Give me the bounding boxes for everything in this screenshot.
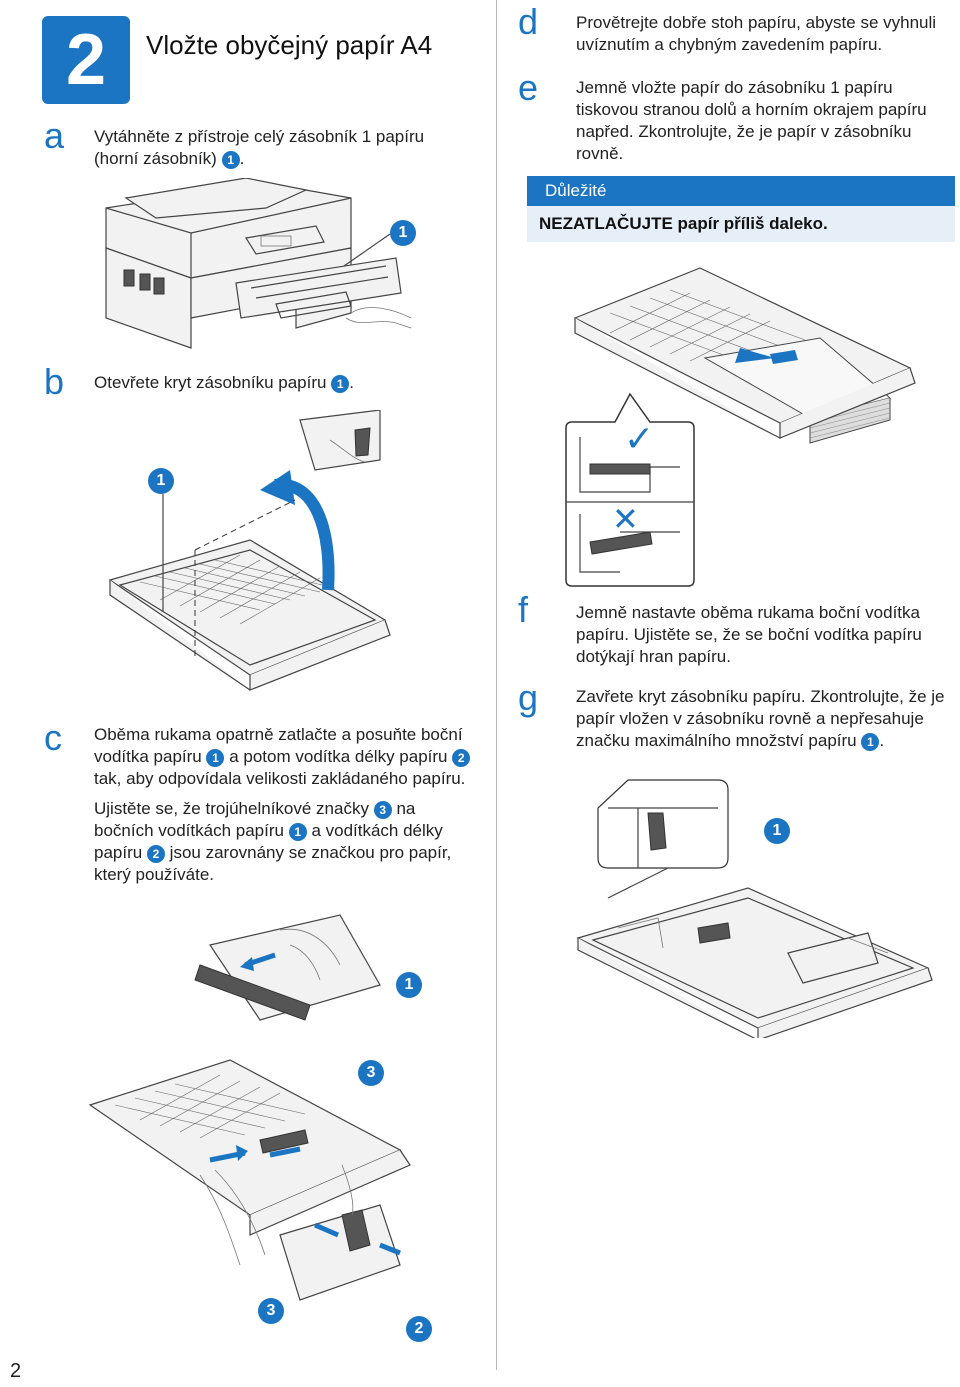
callout-length-guide: 2 [406, 1316, 432, 1342]
closed-tray-illustration [576, 779, 933, 1038]
callout-leader-line [343, 233, 391, 267]
callout-triangle-mark-lower: 3 [258, 1298, 284, 1324]
step-g-text-body: Zavřete kryt zásobníku papíru. Zkontrolu… [576, 687, 945, 750]
step-g-text-end: . [879, 731, 885, 750]
callout-side-guides: 1 [396, 972, 422, 998]
step-b-text-body: Otevřete kryt zásobníku papíru [94, 373, 327, 392]
step-c-paragraph-1: Oběma rukama opatrně zatlačte a posuňte … [94, 724, 476, 790]
callout-ref: 1 [221, 150, 240, 169]
step-letter-c: c [44, 717, 62, 758]
callout-triangle-mark: 3 [358, 1060, 384, 1086]
step-letter-f: f [518, 589, 529, 630]
step-c-paragraph-2: Ujistěte se, že trojúhelníkové značky 3 … [94, 798, 476, 886]
step-b-text: Otevřete kryt zásobníku papíru 1. [94, 372, 474, 394]
correct-check-icon: ✓ [624, 418, 655, 459]
step-letter-e: e [518, 67, 539, 108]
step-letter-d: d [518, 1, 539, 42]
step-c-p1-text: a potom vodítka délky papíru [229, 747, 448, 766]
paper-loading-illustration [573, 267, 916, 444]
step-c-p2-text: a vodítkách délky papíru [94, 821, 443, 862]
step-number-badge: 2 [42, 16, 130, 104]
guides-adjustment-illustration [88, 914, 411, 1301]
printer-illustration [105, 178, 412, 349]
step-g-text: Zavřete kryt zásobníku papíru. Zkontrolu… [576, 686, 954, 752]
callout-ref: 2 [452, 748, 471, 767]
wrong-cross-icon: ✕ [612, 501, 639, 537]
column-divider [496, 0, 497, 1370]
step-letter-g: g [518, 677, 539, 718]
callout-closed-tray: 1 [764, 818, 790, 844]
step-a-text-body: Vytáhněte z přístroje celý zásobník 1 pa… [94, 127, 425, 168]
correct-wrong-callout [565, 392, 695, 587]
callout-ref: 1 [331, 374, 350, 393]
step-f-text: Jemně nastavte oběma rukama boční vodítk… [576, 603, 922, 666]
step-letter-a: a [44, 115, 65, 156]
callout-ref: 3 [373, 800, 392, 819]
callout-ref: 1 [288, 822, 307, 841]
step-d-text: Provětrejte dobře stoh papíru, abyste se… [576, 13, 937, 54]
callout-printer-tray: 1 [390, 220, 416, 246]
page-title: Vložte obyčejný papír A4 [146, 30, 433, 60]
callout-ref: 2 [146, 844, 165, 863]
step-c-p2-text: jsou zarovnány se značkou pro papír, kte… [94, 843, 452, 884]
step-c-p1-text: tak, aby odpovídala velikosti zakládanéh… [94, 769, 466, 788]
important-notice-header: Důležité [527, 176, 955, 206]
page-number: 2 [10, 1360, 22, 1382]
important-notice-text: NEZATLAČUJTE papír příliš daleko. [527, 206, 955, 242]
callout-ref: 1 [206, 748, 225, 767]
step-c-p1-text: Oběma rukama opatrně zatlačte a posuňte … [94, 725, 463, 766]
step-c-p2-text: Ujistěte se, že trojúhelníkové značky [94, 799, 369, 818]
step-e-text: Jemně vložte papír do zásobníku 1 papíru… [576, 78, 927, 163]
callout-ref: 1 [861, 732, 880, 751]
tray-cover-illustration [108, 410, 391, 691]
step-a-text: Vytáhněte z přístroje celý zásobník 1 pa… [94, 126, 464, 170]
step-letter-b: b [44, 361, 65, 402]
step-a-text-end: . [239, 149, 245, 168]
callout-cover: 1 [148, 468, 174, 494]
step-b-text-end: . [349, 373, 354, 392]
step-c-p2-text: na bočních vodítkách papíru [94, 799, 416, 840]
callout-leader-line [162, 494, 164, 612]
